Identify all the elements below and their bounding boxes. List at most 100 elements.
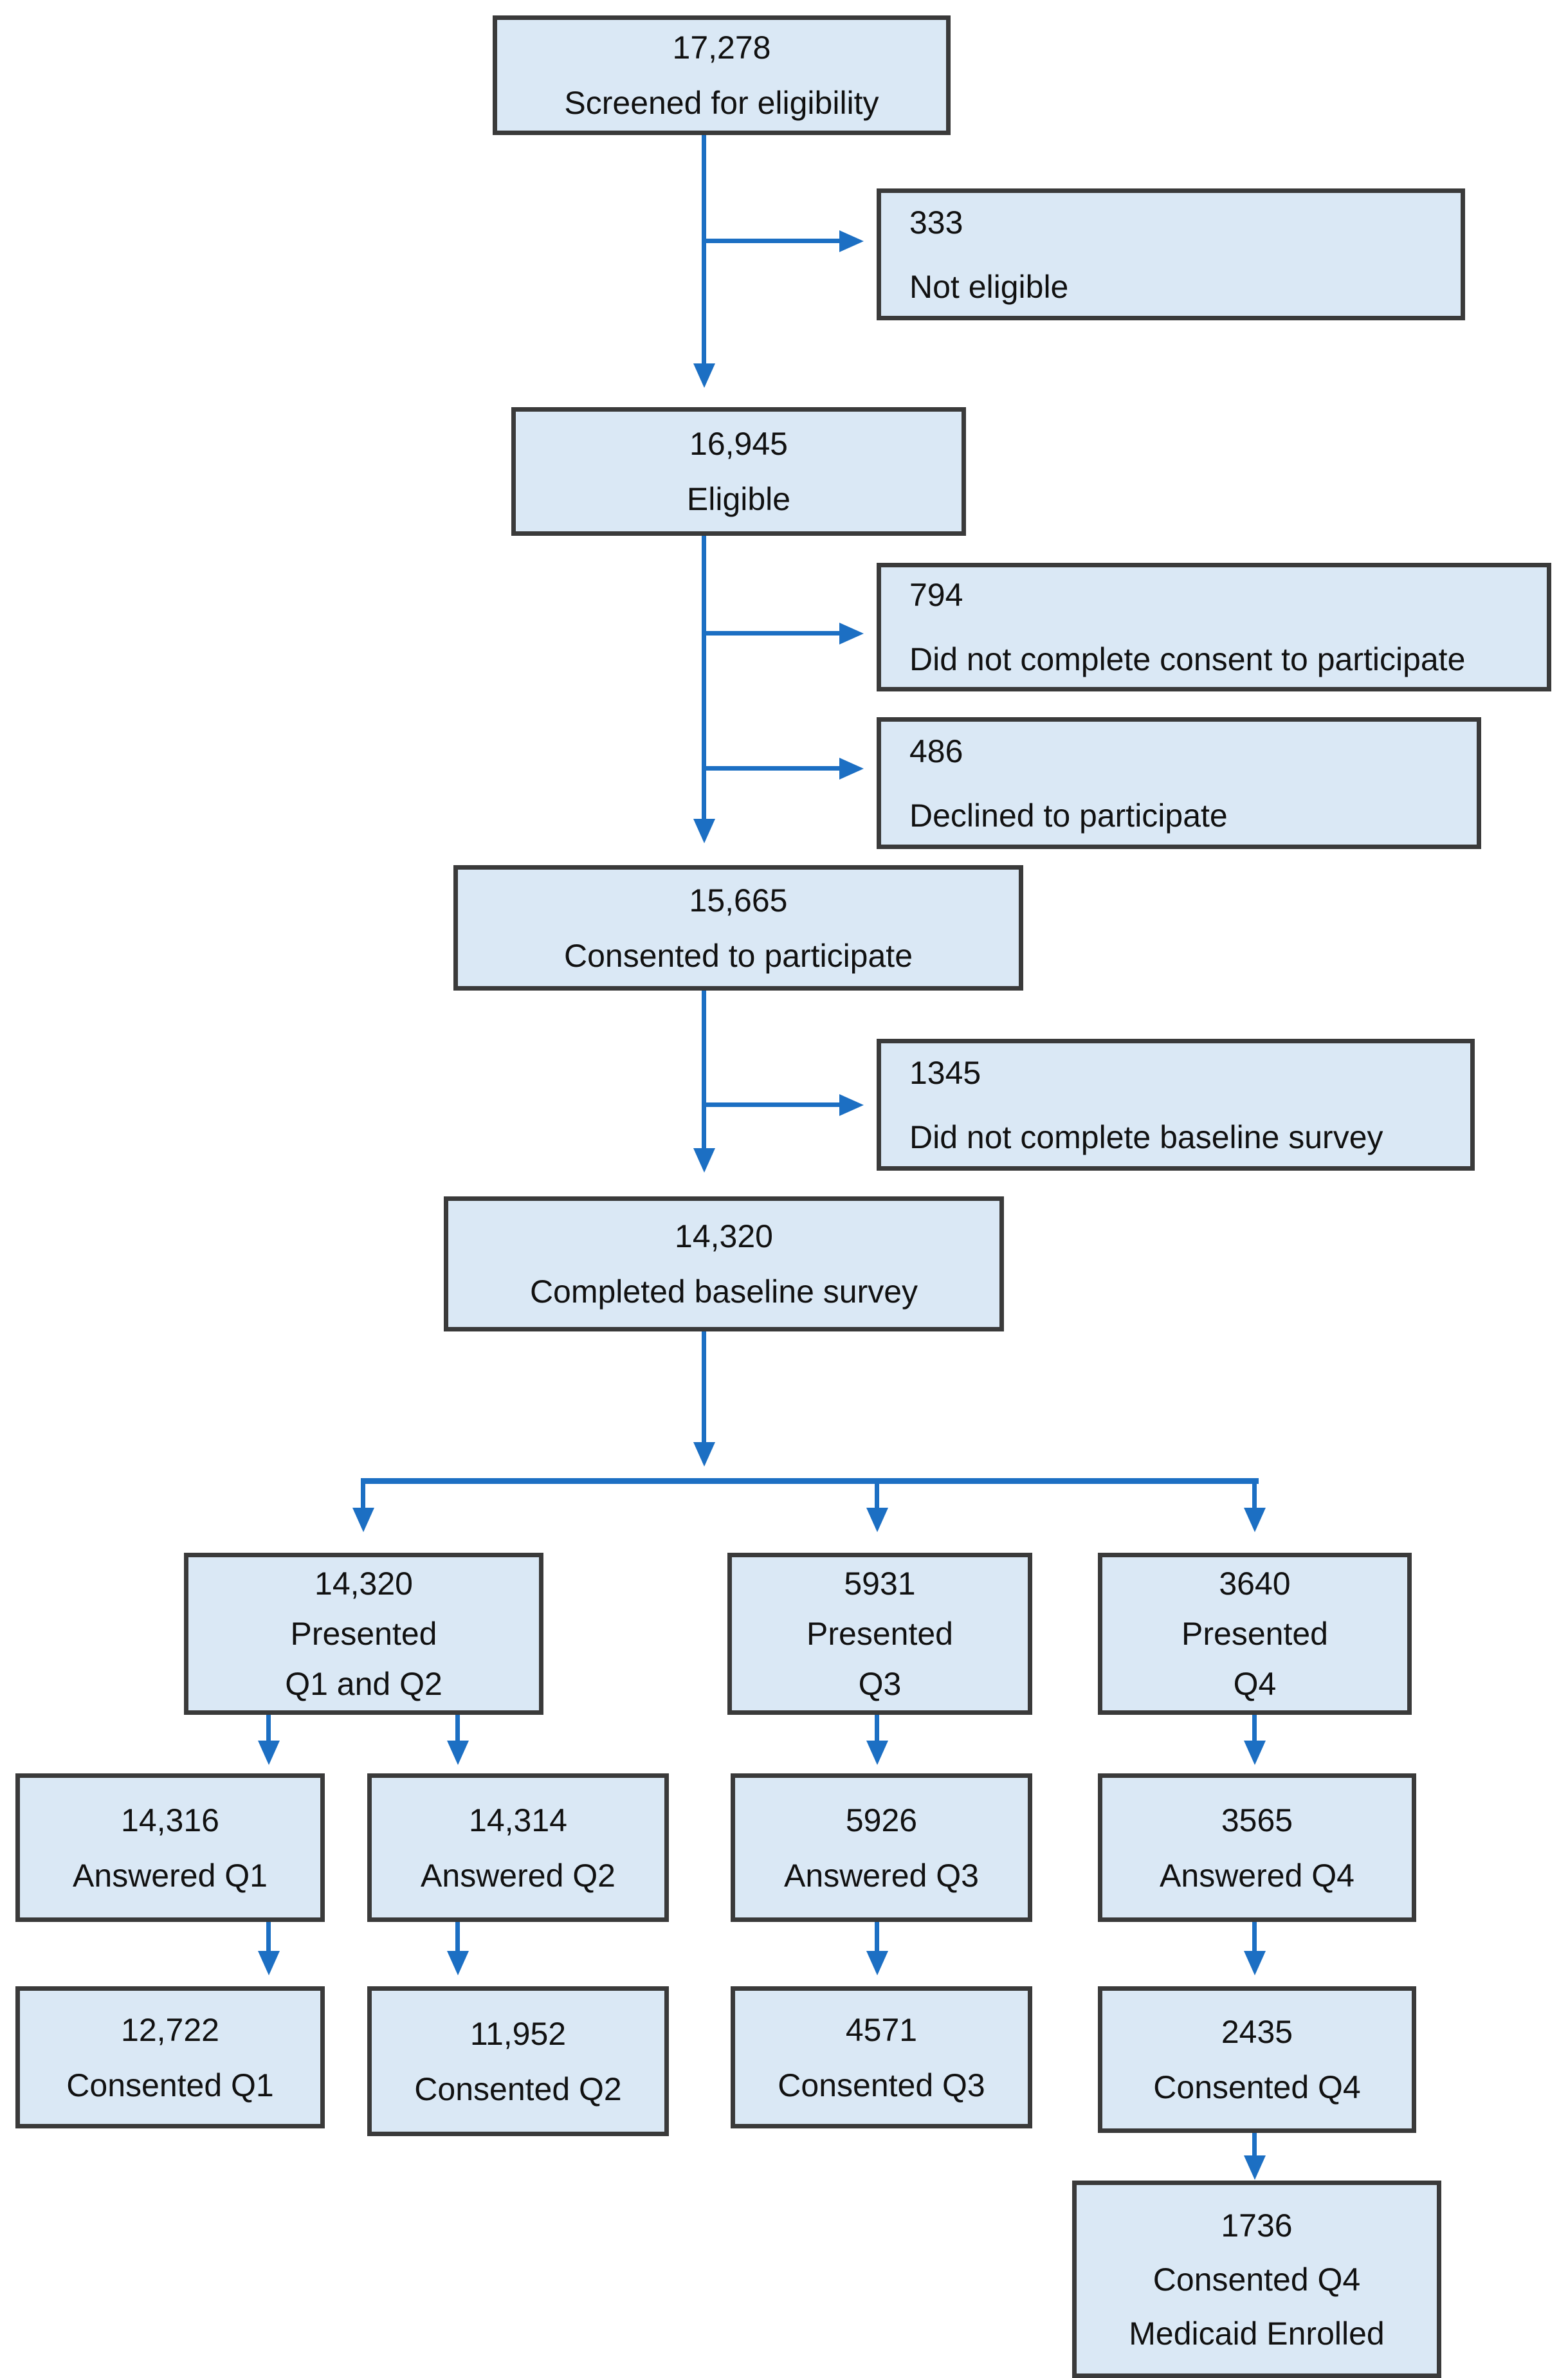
edge-screened-noteligible-line [704, 239, 839, 243]
count: 12,722 [121, 2011, 219, 2048]
box-consented-q4: 2435 Consented Q4 [1098, 1986, 1416, 2133]
count: 3640 [1219, 1566, 1291, 1602]
edge-consented-baseline-line [702, 991, 706, 1148]
box-declined: 486 Declined to participate [877, 717, 1481, 849]
edge-presentedq12-answeredq2-arrowhead-icon [447, 1741, 469, 1765]
box-presented-q3: 5931 Presented Q3 [727, 1553, 1032, 1715]
box-answered-q4: 3565 Answered Q4 [1098, 1773, 1416, 1922]
count: 1345 [909, 1054, 981, 1091]
label: Eligible [686, 481, 791, 517]
label: Consented Q4 [1153, 2069, 1361, 2105]
count: 5931 [844, 1566, 916, 1602]
count: 14,316 [121, 1802, 219, 1838]
edge-eligible-declined-arrowhead-icon [839, 758, 864, 780]
label: Not eligible [909, 268, 1069, 305]
label: Answered Q2 [421, 1857, 615, 1894]
box-answered-q1: 14,316 Answered Q1 [15, 1773, 325, 1922]
label: Consented Q2 [414, 2071, 622, 2107]
label: Consented Q1 [66, 2067, 274, 2103]
edge-presentedq12-answeredq2-line [455, 1715, 460, 1741]
count: 794 [909, 577, 963, 613]
edge-screened-eligible-line [702, 135, 706, 363]
label: Q4 [1233, 1666, 1277, 1702]
count: 5926 [845, 1802, 918, 1838]
label: Consented Q3 [778, 2067, 985, 2103]
edge-presentedq3-answeredq3-arrowhead-icon [866, 1741, 888, 1765]
edge-screened-noteligible-arrowhead-icon [839, 230, 864, 252]
edge-presentedq4-answeredq4-arrowhead-icon [1244, 1741, 1266, 1765]
label: Screened for eligibility [564, 85, 879, 121]
edge-consented-baseline-arrowhead-icon [693, 1148, 715, 1173]
count: 14,320 [315, 1566, 413, 1602]
count: 15,665 [689, 882, 788, 919]
edge-split-presentedq4-arrowhead-icon [1244, 1508, 1266, 1532]
count: 3565 [1221, 1802, 1293, 1838]
count: 17,278 [672, 30, 771, 66]
split-bus-line [361, 1478, 1259, 1484]
box-screened: 17,278 Screened for eligibility [493, 15, 951, 135]
label: Did not complete baseline survey [909, 1119, 1383, 1155]
edge-answeredq2-consentedq2-line [455, 1922, 460, 1951]
label: Medicaid Enrolled [1129, 2315, 1385, 2352]
edge-baseline-split-line [702, 1331, 706, 1442]
edge-eligible-consented-arrowhead-icon [693, 819, 715, 843]
edge-answeredq1-consentedq1-line [266, 1922, 271, 1951]
edge-consentedq4-medicaid-line [1252, 2133, 1257, 2155]
edge-split-presentedq4-line [1252, 1483, 1257, 1508]
box-answered-q3: 5926 Answered Q3 [731, 1773, 1032, 1922]
label: Presented [807, 1616, 953, 1652]
edge-split-presentedq3-line [875, 1483, 879, 1508]
edge-split-presentedq3-arrowhead-icon [866, 1508, 888, 1532]
edge-eligible-noconsent-arrowhead-icon [839, 623, 864, 645]
box-consented: 15,665 Consented to participate [453, 865, 1023, 991]
count: 333 [909, 204, 963, 241]
edge-consented-nobaseline-line [704, 1102, 839, 1107]
box-consented-q1: 12,722 Consented Q1 [15, 1986, 325, 2128]
box-not-eligible: 333 Not eligible [877, 188, 1465, 320]
edge-presentedq3-answeredq3-line [875, 1715, 879, 1741]
box-presented-q1-q2: 14,320 Presented Q1 and Q2 [184, 1553, 543, 1715]
label: Declined to participate [909, 797, 1228, 834]
edge-answeredq4-consentedq4-arrowhead-icon [1244, 1951, 1266, 1975]
edge-answeredq2-consentedq2-arrowhead-icon [447, 1951, 469, 1975]
edge-presentedq12-answeredq1-arrowhead-icon [258, 1741, 280, 1765]
label: Q1 and Q2 [285, 1666, 442, 1702]
count: 14,314 [469, 1802, 567, 1838]
edge-split-presentedq12-line [361, 1483, 365, 1508]
box-consented-q4-medicaid: 1736 Consented Q4 Medicaid Enrolled [1072, 2181, 1441, 2378]
label: Presented [1181, 1616, 1328, 1652]
box-presented-q4: 3640 Presented Q4 [1098, 1553, 1412, 1715]
edge-screened-eligible-arrowhead-icon [693, 363, 715, 388]
count: 11,952 [469, 2015, 567, 2052]
edge-answeredq4-consentedq4-line [1252, 1922, 1257, 1951]
edge-split-presentedq12-arrowhead-icon [352, 1508, 374, 1532]
box-consented-q2: 11,952 Consented Q2 [367, 1986, 669, 2136]
box-consented-q3: 4571 Consented Q3 [731, 1986, 1032, 2128]
label: Answered Q4 [1160, 1857, 1354, 1894]
edge-consented-nobaseline-arrowhead-icon [839, 1094, 864, 1116]
edge-answeredq3-consentedq3-line [875, 1922, 879, 1951]
edge-presentedq4-answeredq4-line [1252, 1715, 1257, 1741]
count: 2435 [1221, 2014, 1293, 2050]
edge-baseline-split-arrowhead-icon [693, 1442, 715, 1467]
box-eligible: 16,945 Eligible [511, 407, 966, 536]
label: Consented to participate [563, 937, 913, 974]
box-answered-q2: 14,314 Answered Q2 [367, 1773, 669, 1922]
label: Q3 [858, 1666, 902, 1702]
edge-answeredq3-consentedq3-arrowhead-icon [866, 1951, 888, 1975]
edge-eligible-consented-line [702, 536, 706, 819]
count: 1736 [1221, 2207, 1293, 2244]
label: Consented Q4 [1153, 2261, 1361, 2298]
count: 486 [909, 733, 963, 769]
count: 14,320 [675, 1218, 773, 1254]
label: Completed baseline survey [529, 1274, 918, 1310]
label: Presented [290, 1616, 437, 1652]
label: Did not complete consent to participate [909, 641, 1466, 677]
edge-eligible-declined-line [704, 766, 839, 771]
box-completed-baseline: 14,320 Completed baseline survey [444, 1196, 1004, 1331]
edge-answeredq1-consentedq1-arrowhead-icon [258, 1951, 280, 1975]
count: 16,945 [689, 426, 788, 462]
edge-eligible-noconsent-line [704, 631, 839, 636]
label: Answered Q1 [73, 1857, 268, 1894]
